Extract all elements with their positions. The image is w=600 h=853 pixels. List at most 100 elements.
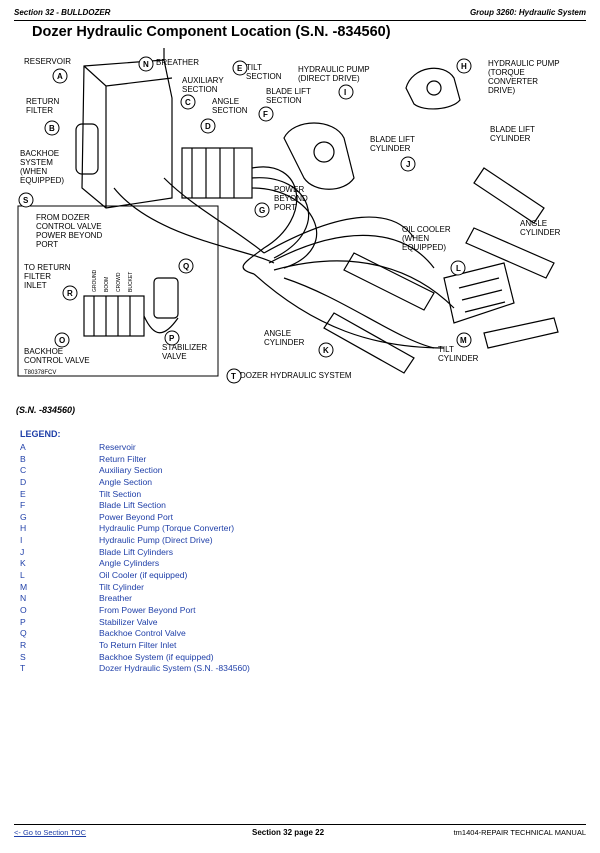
callout-a: A (52, 68, 68, 84)
svg-text:CYLINDER: CYLINDER (370, 144, 411, 153)
angle-cylinder-right (465, 227, 555, 279)
svg-text:TILT: TILT (438, 345, 454, 354)
callout-b: B (44, 120, 60, 136)
legend-value: Reservoir (99, 442, 136, 452)
footer-rule (14, 824, 586, 825)
svg-text:R: R (67, 289, 73, 298)
legend-value: Angle Cylinders (99, 558, 160, 569)
page-header: Section 32 - BULLDOZER Group 3260: Hydra… (14, 8, 586, 22)
callout-n: N (138, 56, 154, 72)
svg-text:SECTION: SECTION (212, 106, 248, 115)
legend-key: T (20, 663, 26, 674)
legend-title: LEGEND: (20, 429, 61, 439)
callout-h: H (456, 58, 472, 74)
legend-key: J (20, 546, 25, 557)
svg-text:STABILIZER: STABILIZER (162, 343, 207, 352)
svg-text:BLADE LIFT: BLADE LIFT (266, 87, 311, 96)
svg-text:F: F (263, 110, 268, 119)
legend-key: I (20, 535, 23, 546)
svg-text:EQUIPPED): EQUIPPED) (402, 243, 446, 252)
legend-value: Breather (99, 593, 132, 604)
svg-text:L: L (456, 264, 461, 273)
svg-text:ANGLE: ANGLE (212, 97, 239, 106)
svg-text:CONVERTER: CONVERTER (488, 77, 538, 86)
svg-text:CROWD: CROWD (116, 272, 122, 292)
svg-text:FILTER: FILTER (24, 272, 51, 281)
callout-r: R (62, 285, 78, 301)
section-label: Section 32 - BULLDOZER (14, 8, 111, 17)
legend-key: E (20, 488, 26, 499)
callout-f: F (258, 106, 274, 122)
svg-text:EQUIPPED): EQUIPPED) (20, 176, 64, 185)
svg-text:B: B (49, 124, 55, 133)
legend-key: Q (20, 628, 27, 639)
svg-text:M: M (460, 336, 467, 345)
svg-text:BEYOND: BEYOND (274, 194, 308, 203)
svg-text:CYLINDER: CYLINDER (264, 338, 305, 347)
legend-key: H (20, 523, 27, 534)
callout-e: E (232, 60, 248, 76)
legend-value: Return Filter (99, 453, 147, 464)
svg-text:HYDRAULIC PUMP: HYDRAULIC PUMP (298, 65, 370, 74)
callout-d: D (200, 118, 216, 134)
svg-text:AUXILIARY: AUXILIARY (182, 76, 224, 85)
return-filter-shape (75, 123, 99, 175)
svg-text:SECTION: SECTION (182, 85, 218, 94)
svg-text:I: I (344, 88, 346, 97)
svg-text:VALVE: VALVE (162, 352, 187, 361)
pump-direct-shape (283, 122, 355, 190)
svg-text:J: J (406, 160, 410, 169)
svg-text:BACKHOE: BACKHOE (24, 347, 63, 356)
svg-text:TILT: TILT (246, 63, 262, 72)
callout-j: J (400, 156, 416, 172)
svg-text:T80378FCV: T80378FCV (24, 370, 56, 376)
svg-text:SECTION: SECTION (266, 96, 302, 105)
legend-value: Blade Lift Cylinders (99, 546, 174, 557)
section-toc-link[interactable]: <- Go to Section TOC (14, 828, 87, 837)
header-rule (14, 20, 586, 21)
svg-text:CYLINDER: CYLINDER (520, 228, 561, 237)
pump-torque-shape (405, 67, 461, 110)
svg-text:ANGLE: ANGLE (264, 329, 291, 338)
svg-text:DRIVE): DRIVE) (488, 86, 515, 95)
legend-value: Tilt Cylinder (99, 581, 145, 592)
svg-text:POWER BEYOND: POWER BEYOND (36, 231, 102, 240)
callout-s: S (18, 192, 34, 208)
legend-key: R (20, 639, 27, 650)
svg-text:CONTROL VALVE: CONTROL VALVE (24, 356, 90, 365)
legend-value: Backhoe System (if equipped) (99, 651, 214, 662)
svg-text:DOZER HYDRAULIC SYSTEM: DOZER HYDRAULIC SYSTEM (240, 371, 352, 380)
callout-k: K (318, 342, 334, 358)
legend-value: Power Beyond Port (99, 511, 174, 522)
svg-text:PORT: PORT (274, 203, 296, 212)
reservoir-shape (81, 59, 173, 209)
legend-key: O (20, 604, 27, 615)
svg-text:CONTROL VALVE: CONTROL VALVE (36, 222, 102, 231)
legend-key: N (20, 593, 27, 604)
angle-cylinder-bottom (323, 312, 415, 374)
legend-value: Stabilizer Valve (99, 616, 158, 627)
svg-text:BUCKET: BUCKET (128, 272, 134, 292)
stabilizer-valve-shape (153, 277, 179, 319)
legend-row: N Breather (20, 593, 340, 605)
legend-key: A (20, 442, 26, 452)
svg-text:(DIRECT DRIVE): (DIRECT DRIVE) (298, 74, 360, 83)
svg-text:G: G (259, 206, 265, 215)
serial-number-note: (S.N. -834560) (16, 405, 76, 415)
svg-text:BOOM: BOOM (104, 277, 110, 292)
callout-g: G (254, 202, 270, 218)
svg-text:ANGLE: ANGLE (520, 219, 547, 228)
callout-i: I (338, 84, 354, 100)
blade-lift-cylinder-center (343, 252, 435, 311)
